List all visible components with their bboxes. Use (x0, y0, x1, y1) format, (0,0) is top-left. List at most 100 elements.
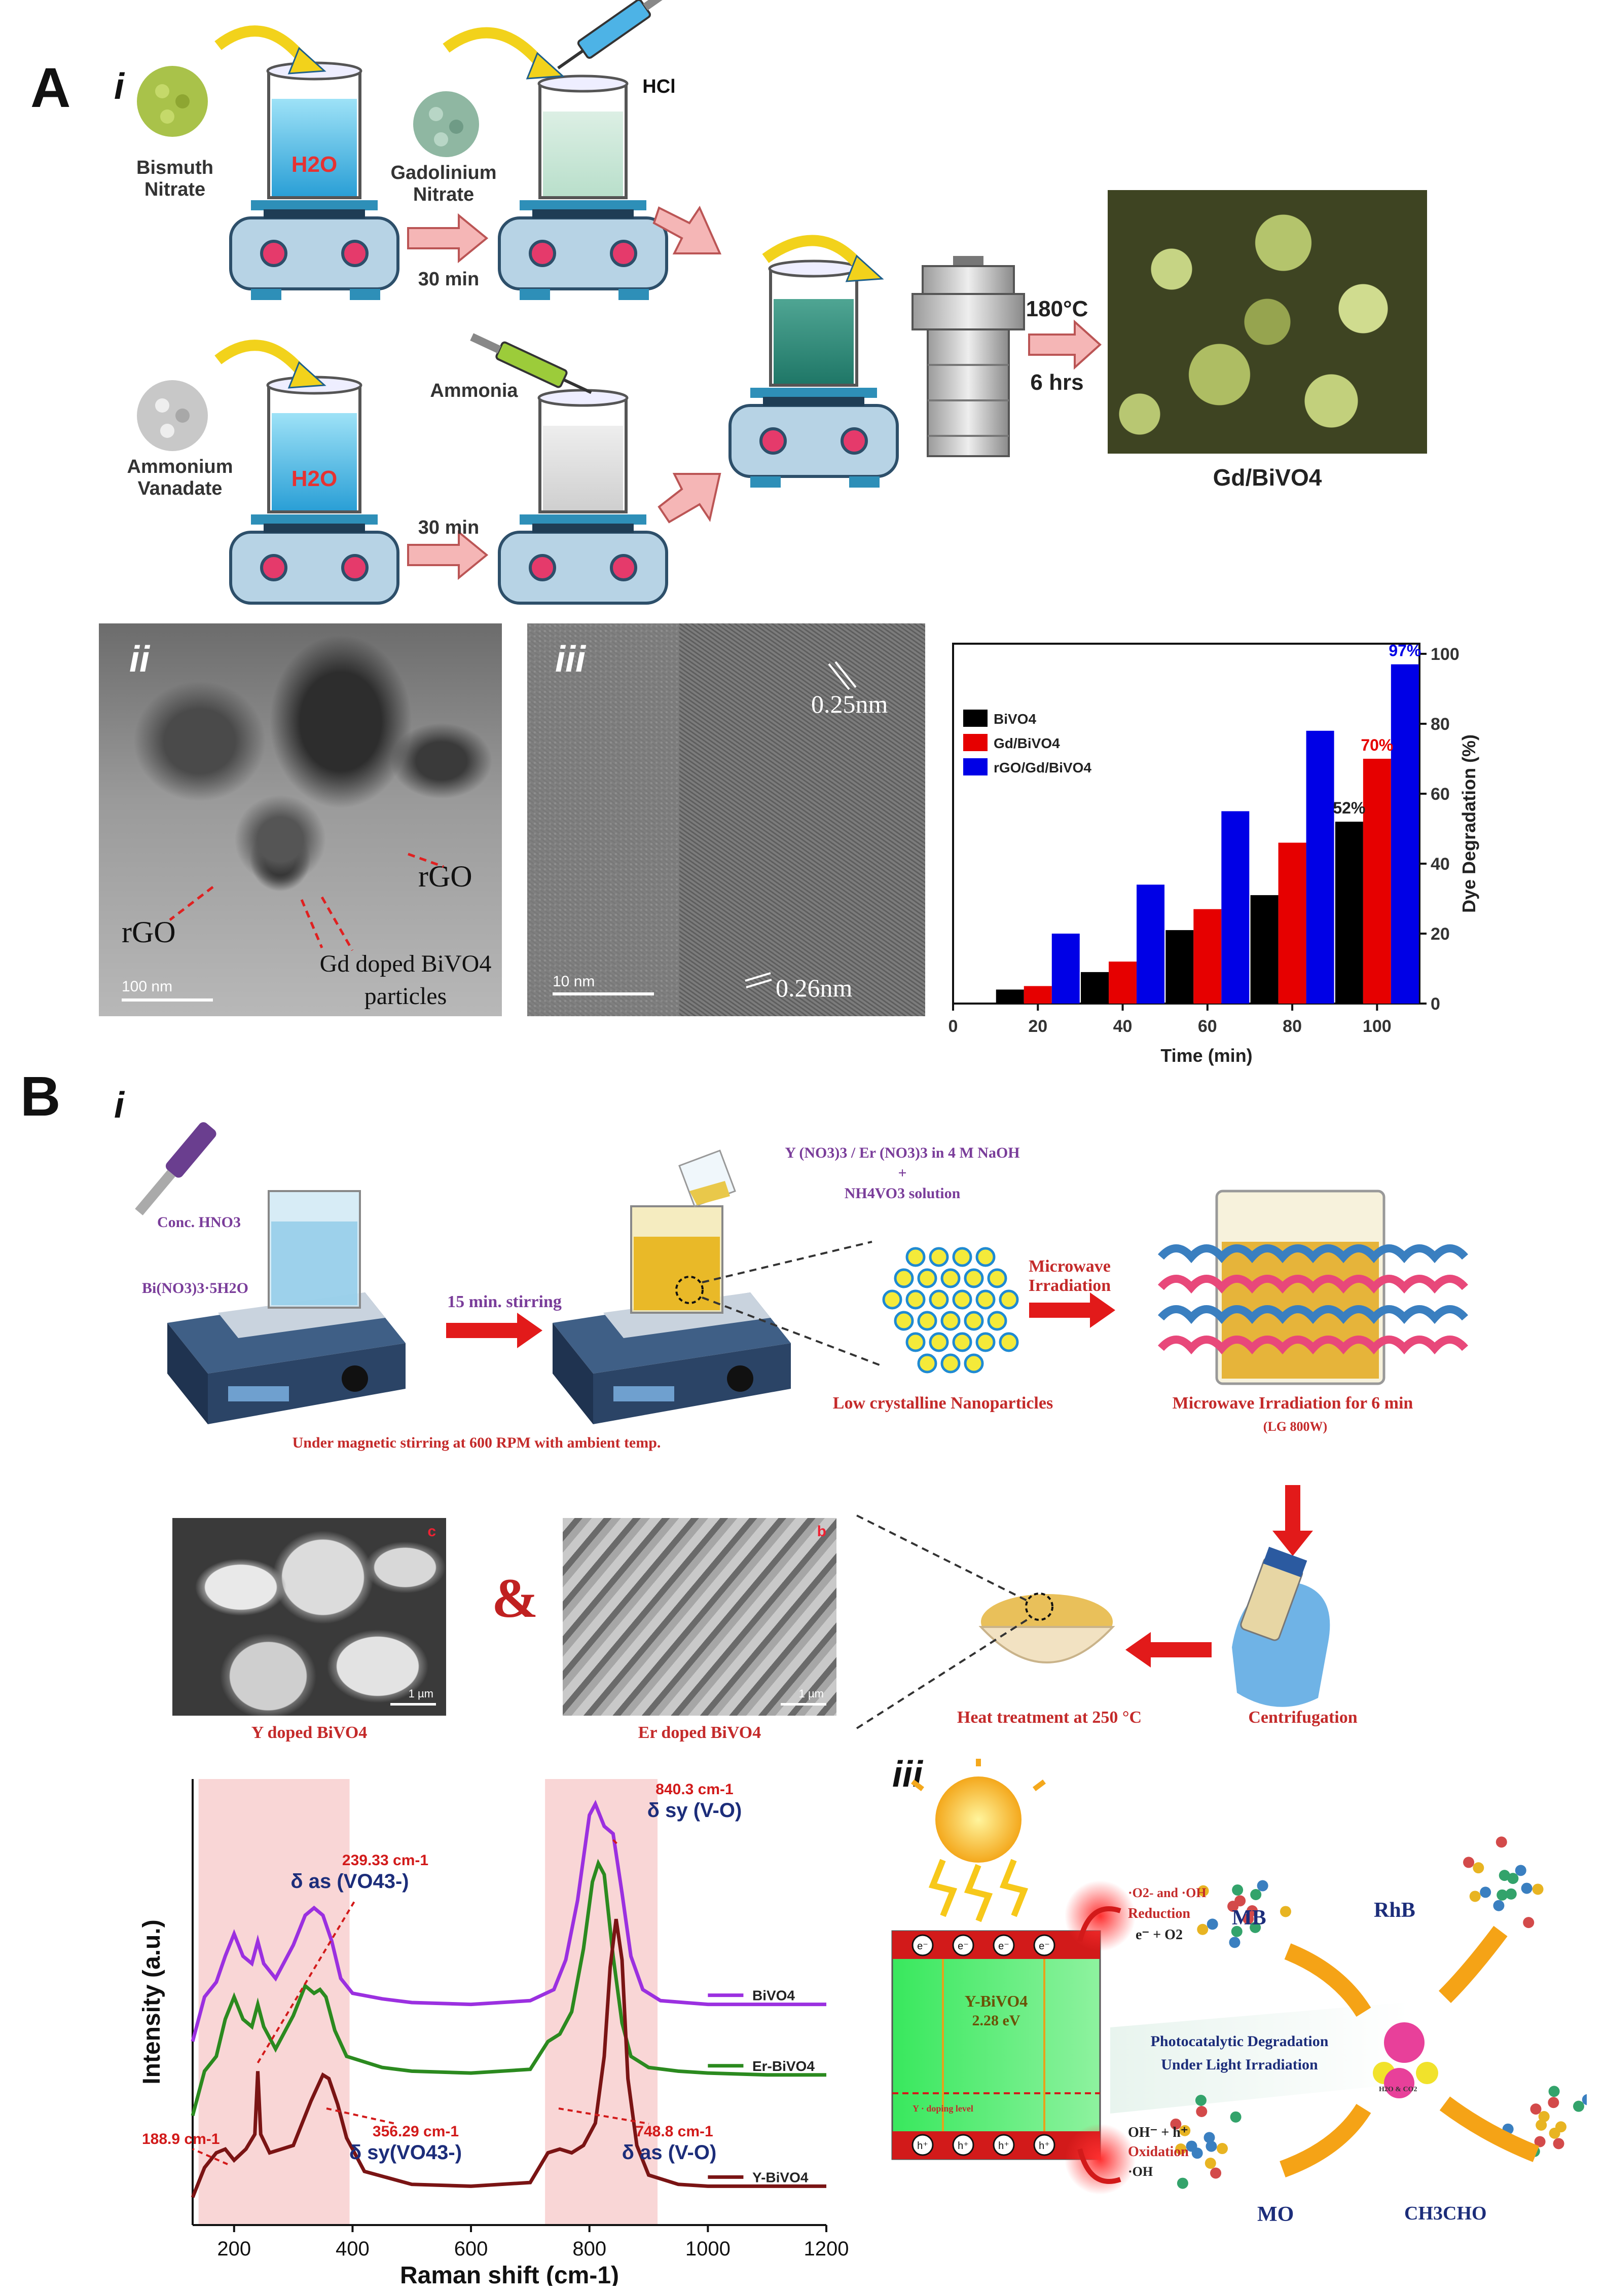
atom-sphere (1230, 2111, 1242, 2123)
x-tick-label: 60 (1198, 1017, 1217, 1036)
nanoparticle (987, 1268, 1007, 1288)
er-sem-scale-label: 1 µm (798, 1687, 824, 1700)
atom-sphere (1538, 2111, 1550, 2123)
atom-sphere (1469, 1891, 1481, 1902)
nanoparticle (987, 1311, 1007, 1331)
ampersand: & (492, 1567, 538, 1629)
y-sem-scale-label: 1 µm (408, 1687, 433, 1700)
peak-assign-label: δ sy (V-O) (647, 1799, 742, 1822)
atom-sphere (1196, 2106, 1208, 2118)
x-tick-label: 40 (1113, 1017, 1133, 1036)
atom-sphere (1532, 1883, 1544, 1895)
raman-x-axis-label: Raman shift (cm-1) (400, 2262, 619, 2286)
raman-series-line (191, 1800, 826, 2042)
photocatalysis-diagram: e⁻h⁺e⁻h⁺e⁻h⁺e⁻h⁺ (891, 1759, 1587, 2195)
bar (1250, 895, 1279, 1004)
nanoparticle (964, 1268, 984, 1288)
beaker-gadolinium (537, 75, 629, 199)
atom-sphere (1229, 1937, 1241, 1948)
atom-sphere (1170, 2118, 1182, 2130)
process-arrows (407, 205, 1102, 580)
microwave-beaker (1158, 1190, 1468, 1385)
atom-sphere (1505, 1888, 1517, 1900)
y-axis-label: Dye Degradation (%) (1458, 734, 1479, 913)
nanoparticle (917, 1268, 937, 1288)
hot-plate-3 (229, 514, 399, 605)
reduction-label: Reduction (1128, 1906, 1190, 1921)
atom-sphere (1493, 1900, 1505, 1911)
atom-sphere (1548, 2097, 1559, 2108)
lattice-spacing-026-label: 0.26nm (776, 974, 853, 1002)
nanoparticle (882, 1289, 902, 1310)
electron-label: e⁻ (958, 1941, 969, 1952)
atom-sphere (1250, 1888, 1262, 1900)
microwave-wave (1158, 1244, 1468, 1264)
conc-hno3-label: Conc. HNO3 (157, 1214, 241, 1231)
bar (1109, 961, 1137, 1004)
atom-sphere (1536, 2119, 1547, 2131)
nanoparticle (929, 1289, 949, 1310)
raman-series-line (191, 1918, 826, 2198)
legend-swatch (963, 710, 988, 727)
raman-x-tick-label: 800 (572, 2238, 606, 2260)
gadolinium-powder (413, 91, 479, 157)
bar (1137, 884, 1165, 1004)
nanoparticle (917, 1353, 937, 1374)
band-label: Y-BiVO4 (964, 1992, 1028, 2010)
atom-sphere (1231, 1925, 1243, 1937)
atom-sphere (1257, 1880, 1268, 1892)
electron-icon (952, 1934, 974, 1956)
atom-sphere (1179, 2125, 1191, 2136)
light-beam (1110, 2002, 1409, 2114)
raman-x-tick-label: 400 (336, 2238, 370, 2260)
raman-series-line (191, 1859, 826, 2117)
lattice-spacing-025-label: 0.25nm (811, 690, 888, 718)
raman-legend-label: Er-BiVO4 (752, 2058, 815, 2074)
y-tick-label: 20 (1431, 924, 1450, 944)
mb-label: MB (1232, 1906, 1266, 1930)
atom-sphere (1473, 1862, 1484, 1874)
bar (1165, 930, 1194, 1004)
x-tick-label: 0 (949, 1017, 958, 1036)
peak-value-label: 239.33 cm-1 (342, 1852, 428, 1869)
panel-a-iii-label: iii (555, 639, 586, 680)
atom-sphere (1197, 1885, 1209, 1897)
legend-label: rGO/Gd/BiVO4 (994, 760, 1091, 775)
panel-a-i-label: i (114, 66, 125, 107)
electron-icon (993, 1934, 1015, 1956)
light-rays (928, 1859, 1029, 1922)
reduction-eq-label: e⁻ + O2 (1136, 1927, 1183, 1943)
bar (1335, 822, 1363, 1004)
er-doped-label: Er doped BiVO4 (638, 1723, 761, 1742)
atom-sphere (1210, 2167, 1222, 2179)
atom-sphere (1203, 2132, 1215, 2143)
left-arrow (1125, 1632, 1212, 1668)
tem-scale-label: 100 nm (122, 978, 173, 995)
nanoparticle (894, 1268, 914, 1288)
peak-assign-label: δ as (V-O) (622, 2141, 717, 2164)
sem-c-label: c (427, 1523, 436, 1540)
electron-icon (1033, 1934, 1055, 1956)
degradation-arrows (1280, 1925, 1540, 2177)
hot-plate-5 (728, 388, 899, 488)
gd-bivo4-product-label: Gd/BiVO4 (1213, 464, 1322, 491)
tem-arrows (169, 853, 444, 951)
electron-label: e⁻ (1039, 1941, 1050, 1952)
atom-sphere (1515, 1865, 1526, 1876)
nanoparticle (999, 1332, 1019, 1352)
oxidation-label: Oxidation (1128, 2144, 1189, 2160)
er-doped-sem-image: b 1 µm (563, 1518, 836, 1716)
hot-plate-4 (498, 514, 668, 605)
temperature-label: 180°C (1026, 297, 1088, 321)
atom-sphere (1234, 1895, 1246, 1907)
hrtem-scale-bar (553, 992, 654, 995)
product-cluster (1373, 2022, 1438, 2098)
hole-label: h⁺ (958, 2140, 969, 2152)
centrifugation-label: Centrifugation (1248, 1708, 1358, 1727)
microwave-caption: Microwave Irradiation for 6 min (1172, 1394, 1413, 1413)
nanoparticle (964, 1353, 984, 1374)
beaker-water-2 (266, 376, 362, 513)
